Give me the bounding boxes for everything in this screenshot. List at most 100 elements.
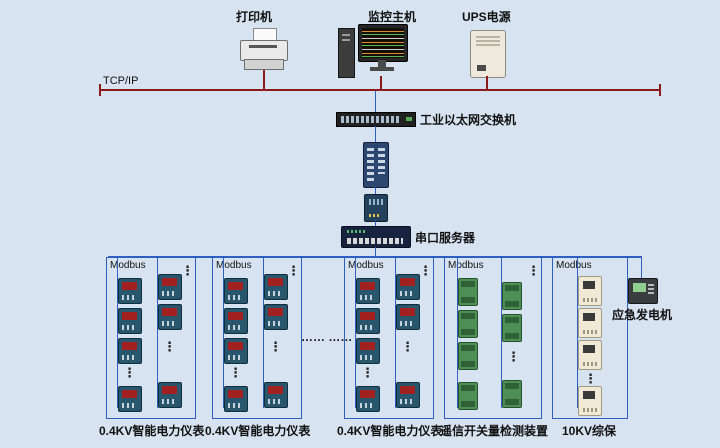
power-meter-icon (224, 278, 248, 304)
printer-icon (238, 28, 290, 70)
group-branch-line (395, 258, 396, 408)
group-branch-line (223, 258, 224, 408)
ups-bus-connector (486, 76, 488, 90)
group-5-caption: 10KV综保 (562, 424, 617, 438)
vertical-ellipsis: ⋮ (527, 263, 540, 278)
io-module-icon (458, 382, 478, 410)
vertical-ellipsis: ⋮ (287, 263, 300, 278)
power-meter-icon (356, 386, 380, 412)
vertical-ellipsis: ⋮ (584, 371, 597, 386)
ups-icon (470, 30, 506, 78)
modbus-group-5: Modbus ⋮ (552, 257, 628, 419)
power-meter-icon (224, 308, 248, 334)
vertical-ellipsis: ⋮ (163, 339, 176, 354)
vertical-ellipsis: ⋮ (361, 365, 374, 380)
ups-label: UPS电源 (462, 10, 511, 24)
group-2-caption: 0.4KV智能电力仪表 (205, 424, 311, 438)
tcpip-label: TCP/IP (103, 75, 139, 87)
power-meter-icon (158, 304, 182, 330)
io-module-icon (458, 278, 478, 306)
power-meter-icon (118, 308, 142, 334)
group-branch-line (577, 258, 578, 408)
protection-relay-icon (578, 340, 602, 370)
printer-base (244, 59, 284, 70)
converter-to-serial-line (375, 221, 376, 226)
host-label: 监控主机 (368, 10, 417, 24)
power-meter-icon (118, 386, 142, 412)
protection-relay-icon (578, 386, 602, 416)
modbus-label: Modbus (448, 260, 484, 271)
vertical-ellipsis: ⋮ (229, 365, 242, 380)
host-bus-connector (380, 76, 382, 90)
group-1-caption: 0.4KV智能电力仪表 (99, 424, 205, 438)
media-converter-icon (364, 194, 388, 222)
modbus-group-1: Modbus ⋮ ⋮ ⋮ (106, 257, 196, 419)
managed-switch-icon (363, 142, 389, 188)
power-meter-icon (356, 278, 380, 304)
power-meter-icon (396, 382, 420, 408)
group-branch-line (157, 258, 158, 408)
monitor-stand (378, 60, 386, 67)
modbus-label: Modbus (348, 260, 384, 271)
serial-server-label: 串口服务器 (415, 231, 476, 245)
mswitch-to-converter-line (375, 187, 376, 194)
monitor-screen (362, 28, 404, 58)
io-module-icon (458, 310, 478, 338)
modbus-label: Modbus (110, 260, 146, 271)
horizontal-ellipsis: …… …… (301, 330, 353, 344)
io-module-icon (502, 282, 522, 310)
group-branch-line (117, 258, 118, 408)
generator-label: 应急发电机 (612, 308, 673, 322)
generator-branch-line (641, 258, 642, 278)
printer-label: 打印机 (236, 10, 273, 24)
printer-body (240, 40, 288, 61)
serial-server-icon (341, 226, 411, 248)
serial-to-fieldbus-line (375, 247, 376, 257)
vertical-ellipsis: ⋮ (269, 339, 282, 354)
bus-to-switch-line (375, 91, 376, 112)
group-branch-line (263, 258, 264, 408)
group-3-caption: 0.4KV智能电力仪表 (337, 424, 443, 438)
vertical-ellipsis: ⋮ (507, 349, 520, 364)
power-meter-icon (264, 274, 288, 300)
group-4-caption: 遥信开关量检测装置 (440, 424, 549, 438)
switch-to-mswitch-line (375, 126, 376, 142)
power-meter-icon (356, 308, 380, 334)
power-meter-icon (158, 274, 182, 300)
monitor-base (370, 67, 394, 71)
modbus-group-2: Modbus ⋮ ⋮ ⋮ (212, 257, 302, 419)
modbus-group-4: Modbus ⋮ ⋮ (444, 257, 542, 419)
group-branch-line (355, 258, 356, 408)
io-module-icon (502, 314, 522, 342)
power-meter-icon (396, 304, 420, 330)
vertical-ellipsis: ⋮ (123, 365, 136, 380)
ethernet-switch-icon (336, 112, 416, 127)
printer-bus-connector (263, 70, 265, 90)
power-meter-icon (118, 338, 142, 364)
tcpip-bus-right-tick (659, 84, 661, 96)
modbus-label: Modbus (556, 260, 592, 271)
power-meter-icon (264, 304, 288, 330)
io-module-icon (458, 342, 478, 370)
vertical-ellipsis: ⋮ (419, 263, 432, 278)
power-meter-icon (264, 382, 288, 408)
vertical-ellipsis: ⋮ (401, 339, 414, 354)
group-branch-line (501, 258, 502, 408)
power-meter-icon (356, 338, 380, 364)
group-branch-line (457, 258, 458, 408)
monitoring-host-icon (336, 24, 410, 80)
protection-relay-icon (578, 308, 602, 338)
power-meter-icon (396, 274, 420, 300)
modbus-group-3: Modbus ⋮ ⋮ ⋮ (344, 257, 434, 419)
vertical-ellipsis: ⋮ (181, 263, 194, 278)
tcpip-bus-left-tick (99, 84, 101, 96)
tcpip-bus-line (100, 89, 660, 91)
power-meter-icon (158, 382, 182, 408)
generator-controller-icon (628, 278, 658, 304)
ethernet-switch-label: 工业以太网交换机 (420, 113, 517, 127)
pc-tower-icon (338, 28, 355, 78)
power-meter-icon (224, 338, 248, 364)
monitor-icon (358, 24, 408, 62)
protection-relay-icon (578, 276, 602, 306)
modbus-label: Modbus (216, 260, 252, 271)
